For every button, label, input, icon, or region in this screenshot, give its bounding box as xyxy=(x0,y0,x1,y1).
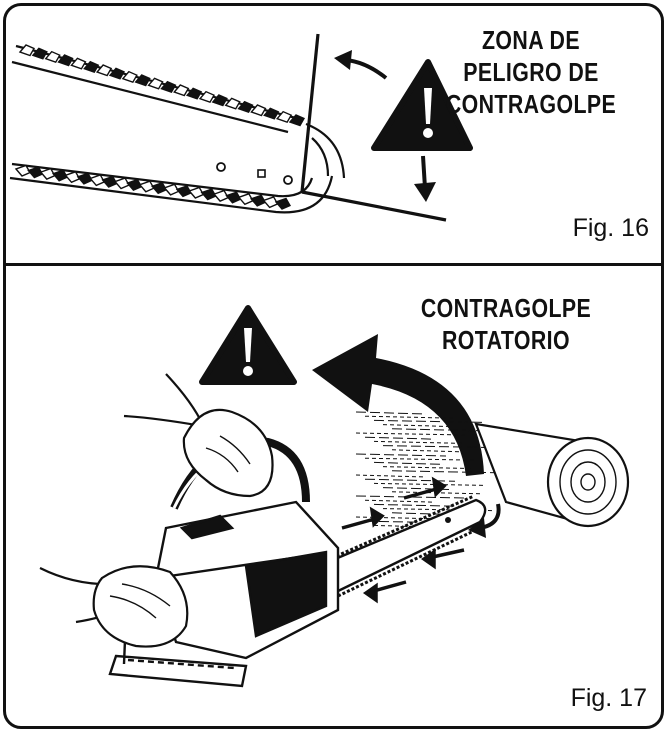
fig17-heading-line-2: ROTATORIO xyxy=(441,325,571,355)
down-arrow-icon xyxy=(414,155,436,202)
fig17-caption: Fig. 17 xyxy=(570,684,647,712)
warning-triangle-icon xyxy=(371,59,473,151)
chain-bottom xyxy=(9,162,334,214)
figure-frame: ZONA DE PELIGRO DE CONTRAGOLPE Fig. 16 xyxy=(3,3,664,729)
chain-nose xyxy=(305,122,346,179)
guide-bar xyxy=(326,494,487,598)
fig16-panel: ZONA DE PELIGRO DE CONTRAGOLPE Fig. 16 xyxy=(6,6,661,263)
fig16-heading: ZONA DE PELIGRO DE CONTRAGOLPE xyxy=(433,24,630,120)
operator-hand-top xyxy=(123,373,274,498)
log xyxy=(474,422,630,528)
chain-direction-arrows xyxy=(341,476,465,604)
rotation-arrow-tip-icon xyxy=(468,503,501,538)
warning-triangle-icon xyxy=(199,305,297,385)
fig17-illustration xyxy=(39,305,630,688)
panel-divider xyxy=(6,263,661,266)
fig16-heading-line-3: CONTRAGOLPE xyxy=(445,89,617,119)
fig16-heading-line-2: PELIGRO DE xyxy=(463,57,599,87)
operator-hand-bottom xyxy=(39,565,189,648)
fig17-heading: CONTRAGOLPE ROTATORIO xyxy=(408,292,605,356)
chain-links-bottom xyxy=(14,164,291,210)
fig16-caption: Fig. 16 xyxy=(572,214,649,242)
fig17-heading-line-1: CONTRAGOLPE xyxy=(420,293,592,323)
fig16-heading-line-1: ZONA DE xyxy=(481,25,581,55)
log-motion-lines xyxy=(355,411,503,528)
curved-kickback-arrow-icon xyxy=(312,334,484,476)
fig17-panel: CONTRAGOLPE ROTATORIO Fig. 17 xyxy=(6,266,661,726)
chainsaw-body xyxy=(108,437,340,688)
chain-links-top xyxy=(18,44,305,127)
kickback-zone-lines xyxy=(300,33,447,222)
rotate-arrow-icon xyxy=(334,50,388,80)
fig16-illustration xyxy=(6,33,473,222)
